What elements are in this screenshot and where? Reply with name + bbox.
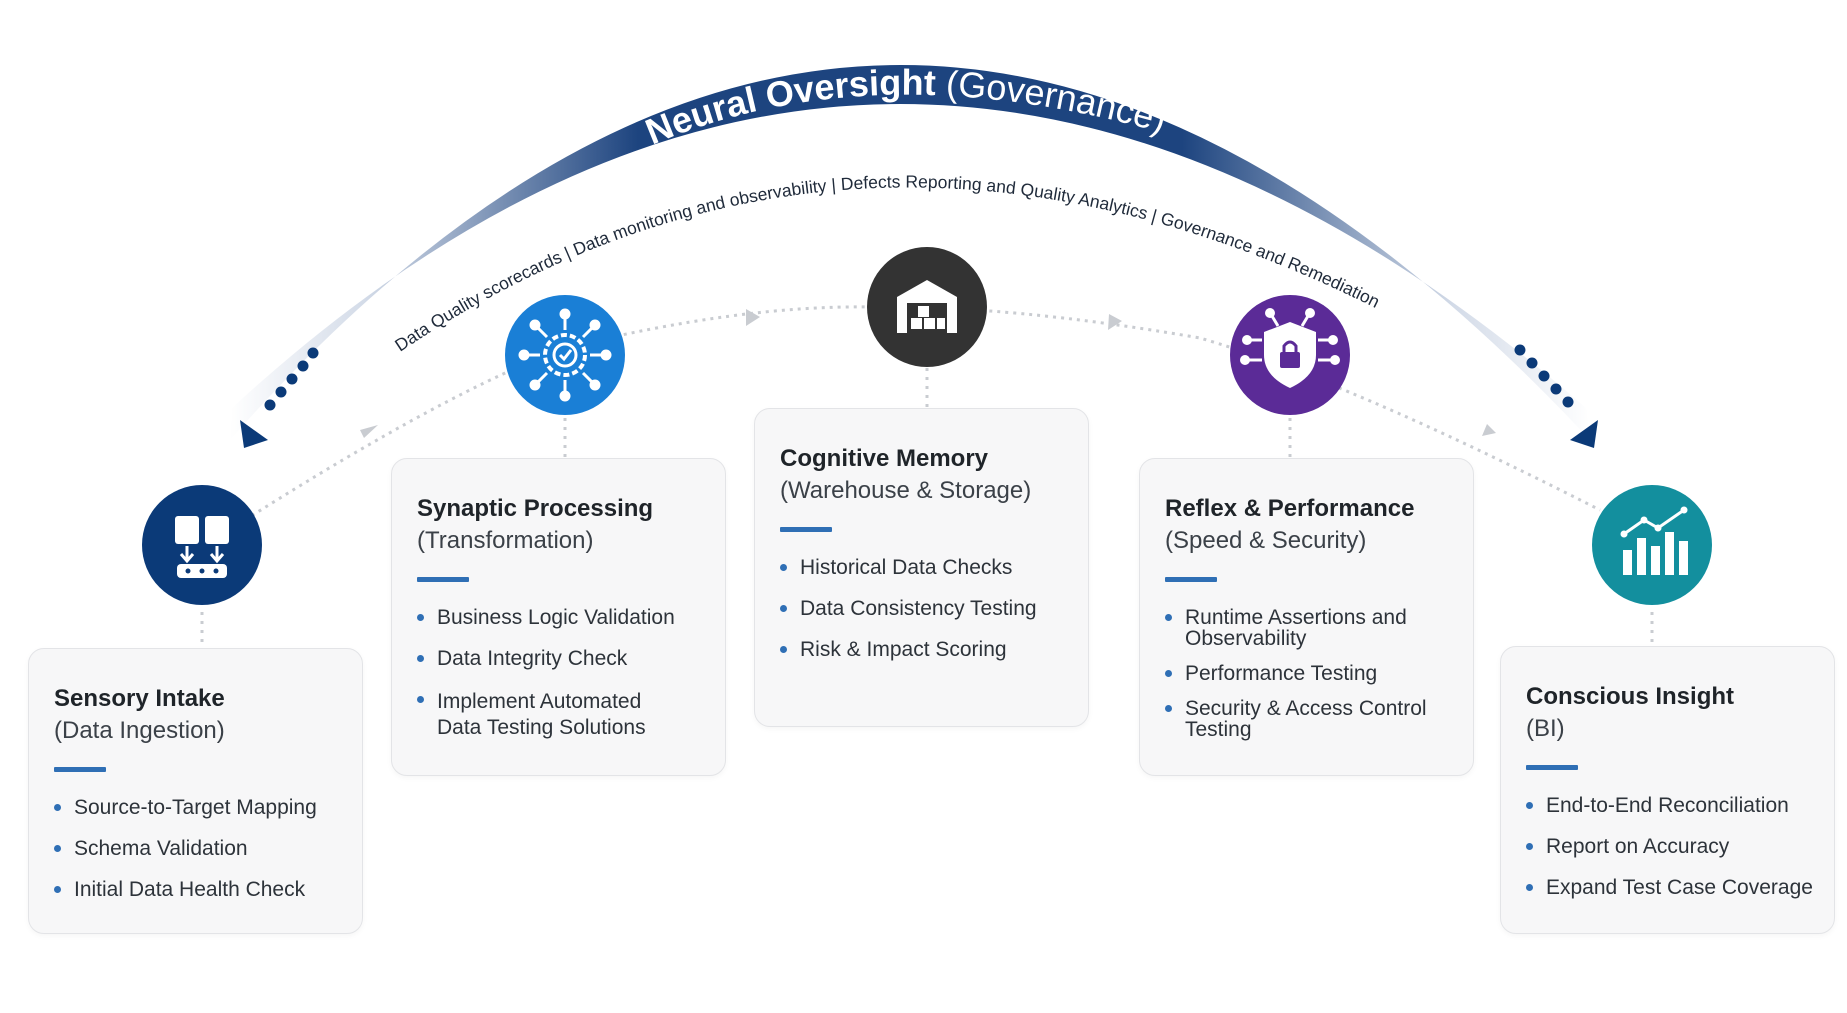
- stage-title: Reflex & Performance: [1165, 495, 1415, 522]
- list-item: Historical Data Checks: [780, 557, 1078, 578]
- stage-subtitle: (Warehouse & Storage): [780, 477, 1032, 504]
- accent-rule: [780, 527, 832, 532]
- list-item: Data Consistency Testing: [780, 598, 1078, 619]
- stage-item-list: Historical Data Checks Data Consistency …: [780, 557, 1078, 660]
- stage-item-list: Source-to-Target Mapping Schema Validati…: [54, 797, 352, 900]
- right-arc-arrowhead: [1570, 420, 1598, 448]
- list-item: Implement Automated Data Testing Solutio…: [417, 689, 677, 741]
- list-item: Report on Accuracy: [1526, 836, 1824, 857]
- stage-card-transformation: Synaptic Processing (Transformation) Bus…: [391, 458, 726, 776]
- stage-subtitle: (Speed & Security): [1165, 527, 1367, 554]
- flow-arrowheads: [360, 309, 1496, 438]
- right-arc-dots: [1514, 344, 1574, 408]
- security-shield-lock-icon: [1230, 295, 1350, 415]
- left-arc-dots: [264, 347, 319, 411]
- governance-title: Neural Oversight (Governance): [640, 62, 1171, 153]
- governance-arc: [230, 65, 1590, 440]
- stage-title: Conscious Insight: [1526, 683, 1735, 710]
- stage-drop-connectors: [200, 368, 1654, 648]
- list-item: Expand Test Case Coverage: [1526, 877, 1824, 898]
- stage-item-list: Business Logic Validation Data Integrity…: [417, 607, 715, 741]
- accent-rule: [1526, 765, 1578, 770]
- list-item: Data Integrity Check: [417, 648, 715, 669]
- list-item: Risk & Impact Scoring: [780, 639, 1078, 660]
- stage-card-speed-security: Reflex & Performance (Speed & Security) …: [1139, 458, 1474, 776]
- list-item: Schema Validation: [54, 838, 352, 859]
- list-item: Security & Access Control Testing: [1165, 698, 1445, 740]
- bar-chart-trend-icon: [1592, 485, 1712, 605]
- stage-title: Cognitive Memory: [780, 445, 989, 472]
- accent-rule: [1165, 577, 1217, 582]
- stage-card-warehouse-storage: Cognitive Memory (Warehouse & Storage) H…: [754, 408, 1089, 727]
- accent-rule: [417, 577, 469, 582]
- list-item: Source-to-Target Mapping: [54, 797, 352, 818]
- list-item: Initial Data Health Check: [54, 879, 352, 900]
- list-item: Performance Testing: [1165, 663, 1463, 684]
- stage-title: Synaptic Processing: [417, 495, 654, 522]
- list-item: Business Logic Validation: [417, 607, 715, 628]
- list-item: Runtime Assertions and Observability: [1165, 607, 1425, 649]
- data-ingestion-icon: [142, 485, 262, 605]
- stage-subtitle: (BI): [1526, 715, 1565, 742]
- stage-subtitle: (Data Ingestion): [54, 717, 225, 744]
- neural-network-gear-icon: [505, 295, 625, 415]
- stage-title: Sensory Intake: [54, 685, 225, 712]
- left-arc-arrowhead: [240, 420, 268, 448]
- stage-subtitle: (Transformation): [417, 527, 594, 554]
- list-item: End-to-End Reconciliation: [1526, 795, 1824, 816]
- warehouse-icon: [867, 247, 987, 367]
- stage-item-list: End-to-End Reconciliation Report on Accu…: [1526, 795, 1824, 898]
- stage-card-bi: Conscious Insight (BI) End-to-End Reconc…: [1500, 646, 1835, 934]
- stage-card-data-ingestion: Sensory Intake (Data Ingestion) Source-t…: [28, 648, 363, 934]
- stage-item-list: Runtime Assertions and Observability Per…: [1165, 607, 1463, 740]
- accent-rule: [54, 767, 106, 772]
